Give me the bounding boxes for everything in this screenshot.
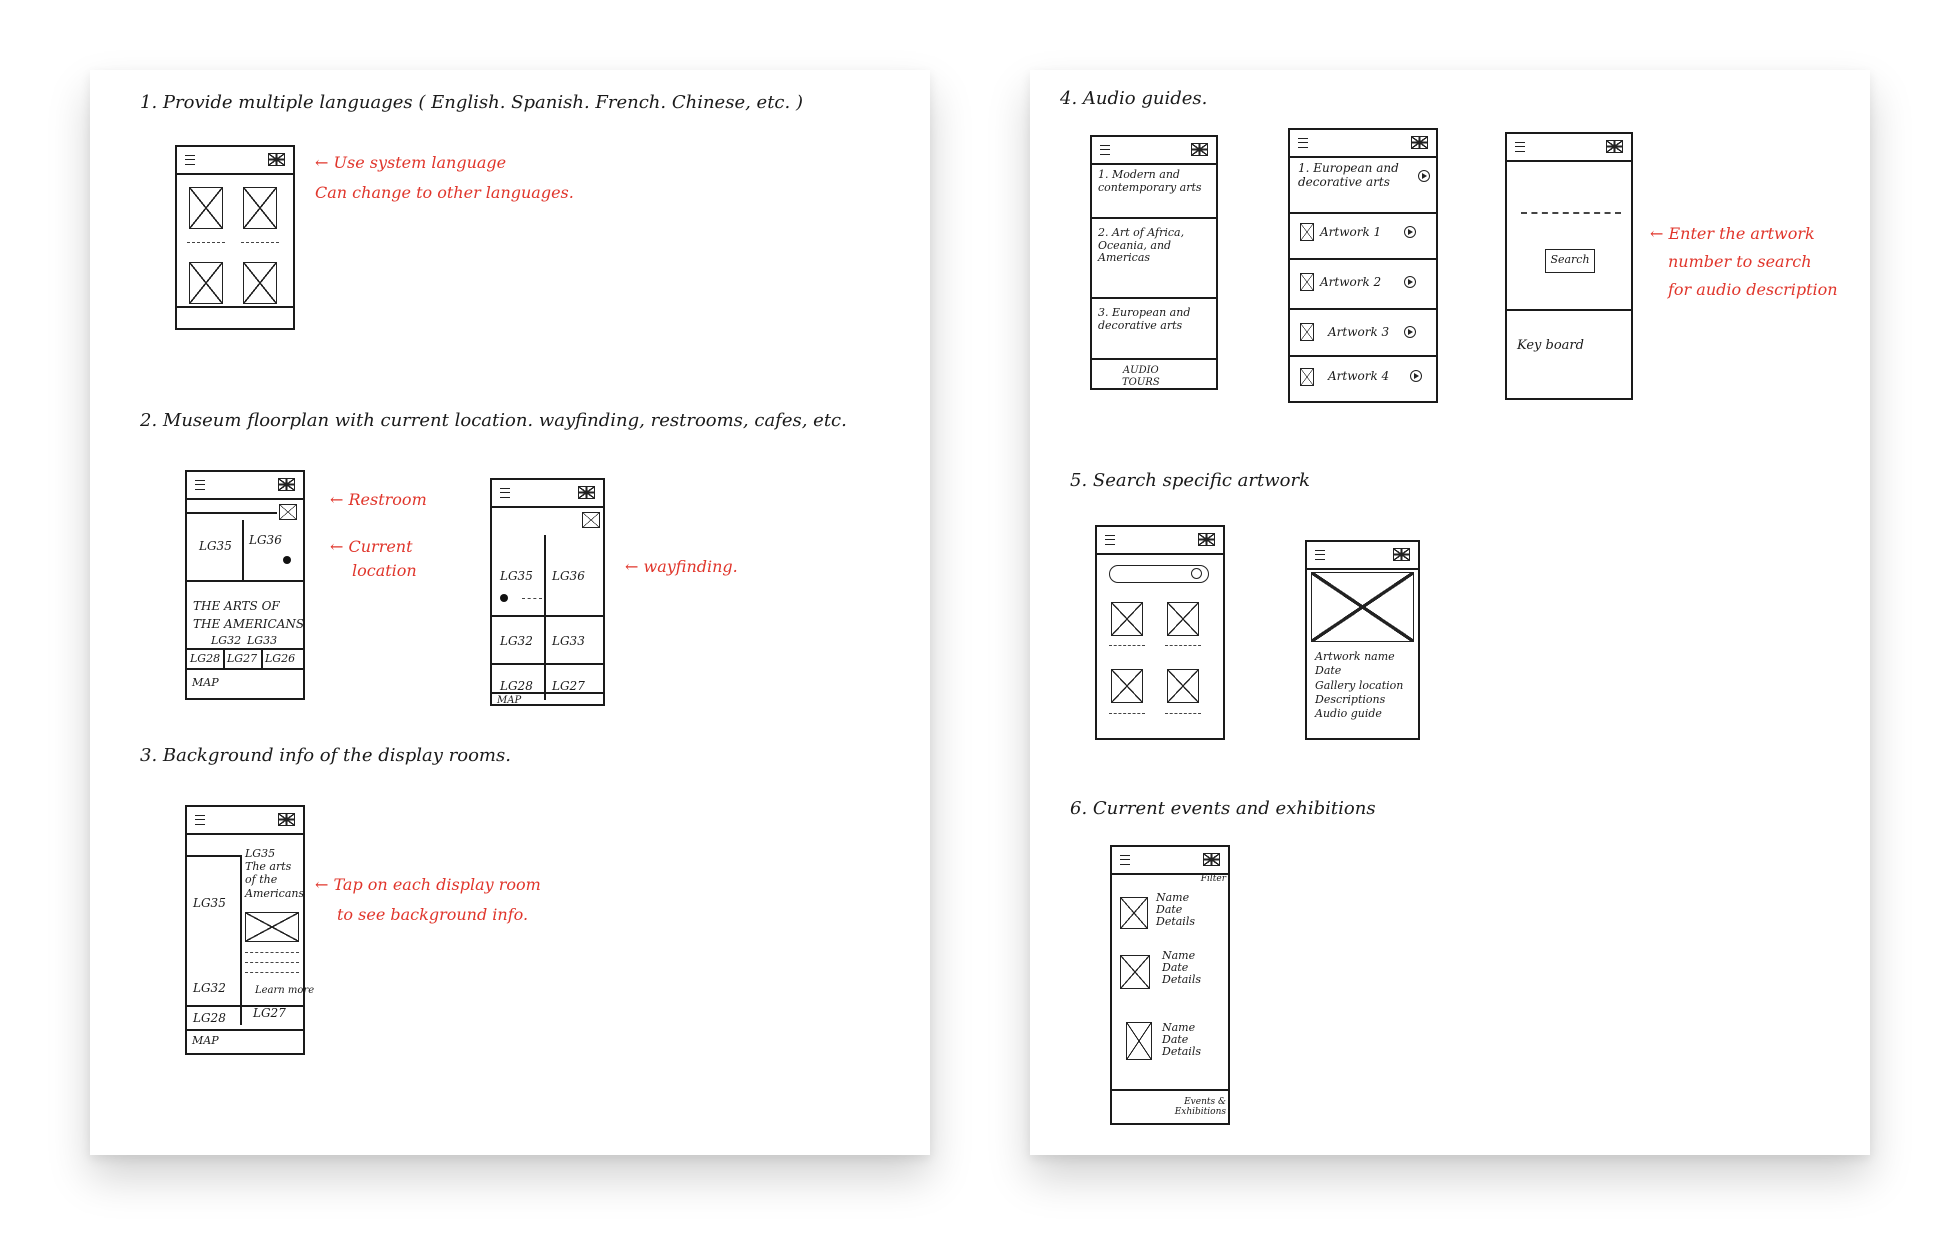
phone-floorplan-wayfinding: LG35 LG36 LG32 LG33 LG28 LG27 MAP [490, 478, 605, 706]
phone-artwork-search [1095, 525, 1225, 740]
events-tab[interactable]: Events &Exhibitions [1174, 1097, 1226, 1118]
uk-flag-icon[interactable] [1606, 140, 1623, 153]
section-2-heading: 2. Museum floorplan with current locatio… [140, 410, 847, 431]
artwork-item[interactable]: Artwork 3 [1328, 325, 1390, 339]
note-restroom: ← Restroom [330, 490, 427, 509]
menu-icon[interactable] [185, 155, 195, 165]
uk-flag-icon[interactable] [1191, 143, 1208, 156]
restroom-icon[interactable] [279, 504, 297, 520]
play-icon[interactable] [1410, 370, 1422, 382]
menu-icon[interactable] [1105, 535, 1115, 545]
uk-flag-icon[interactable] [578, 486, 595, 499]
sketch-page-right: 4. Audio guides. 1. Modern and contempor… [1030, 70, 1870, 1155]
play-icon[interactable] [1404, 226, 1416, 238]
uk-flag-icon[interactable] [1393, 548, 1410, 561]
sketch-page-left: 1. Provide multiple languages ( English.… [90, 70, 930, 1155]
menu-icon[interactable] [1515, 142, 1525, 152]
artwork-thumbnail[interactable] [1167, 669, 1199, 703]
map-tab[interactable]: MAP [192, 676, 219, 689]
section-1-heading: 1. Provide multiple languages ( English.… [140, 92, 803, 113]
menu-icon[interactable] [195, 815, 205, 825]
menu-icon[interactable] [1315, 550, 1325, 560]
section-5-heading: 5. Search specific artwork [1070, 470, 1310, 491]
play-icon[interactable] [1404, 326, 1416, 338]
menu-icon[interactable] [500, 488, 510, 498]
search-button[interactable]: Search [1545, 249, 1595, 273]
play-icon[interactable] [1418, 170, 1430, 182]
artwork-thumbnail[interactable] [1167, 602, 1199, 636]
artwork-thumbnail[interactable] [1111, 602, 1143, 636]
uk-flag-icon[interactable] [1198, 533, 1215, 546]
tour-item[interactable]: 1. Modern and contemporary arts [1098, 168, 1202, 194]
artwork-item[interactable]: Artwork 1 [1320, 225, 1382, 239]
play-icon[interactable] [1404, 276, 1416, 288]
uk-flag-icon[interactable] [1203, 853, 1220, 866]
menu-icon[interactable] [195, 480, 205, 490]
restroom-icon[interactable] [582, 512, 600, 528]
menu-icon[interactable] [1100, 145, 1110, 155]
map-tab[interactable]: MAP [497, 695, 522, 706]
tour-item[interactable]: 3. European and decorative arts [1098, 306, 1191, 332]
uk-flag-icon[interactable] [268, 153, 285, 166]
uk-flag-icon[interactable] [1411, 136, 1428, 149]
note-enter-number: ← Enter the artwork number to search for… [1650, 224, 1838, 299]
audio-guide-link[interactable]: Audio guide [1315, 707, 1382, 721]
section-3-heading: 3. Background info of the display rooms. [140, 745, 511, 766]
artwork-number-input[interactable] [1521, 212, 1621, 214]
note-wayfinding: ← wayfinding. [625, 557, 738, 576]
map-tab[interactable]: MAP [192, 1034, 219, 1047]
current-location-marker [283, 556, 291, 564]
section-4-heading: 4. Audio guides. [1060, 88, 1208, 109]
section-6-heading: 6. Current events and exhibitions [1070, 798, 1376, 819]
menu-icon[interactable] [1298, 138, 1308, 148]
search-icon[interactable] [1191, 568, 1202, 579]
search-input[interactable] [1109, 565, 1209, 583]
artwork-item[interactable]: Artwork 2 [1320, 275, 1382, 289]
filter-button[interactable]: Filter [1200, 874, 1226, 884]
learn-more-link[interactable]: Learn more [255, 985, 315, 996]
menu-icon[interactable] [1120, 855, 1130, 865]
phone-floorplan-location: LG35 LG36 THE ARTS OF THE AMERICANS LG32… [185, 470, 305, 700]
uk-flag-icon[interactable] [278, 478, 295, 491]
tour-item[interactable]: 2. Art of Africa, Oceania, and Americas [1098, 226, 1185, 265]
keyboard-area[interactable]: Key board [1517, 338, 1584, 353]
uk-flag-icon[interactable] [278, 813, 295, 826]
artwork-thumbnail[interactable] [1111, 669, 1143, 703]
phone-audio-tours: 1. Modern and contemporary arts 2. Art o… [1090, 135, 1218, 390]
phone-language [175, 145, 295, 330]
phone-audio-search: Search Key board [1505, 132, 1633, 400]
artwork-item[interactable]: Artwork 4 [1328, 369, 1390, 383]
